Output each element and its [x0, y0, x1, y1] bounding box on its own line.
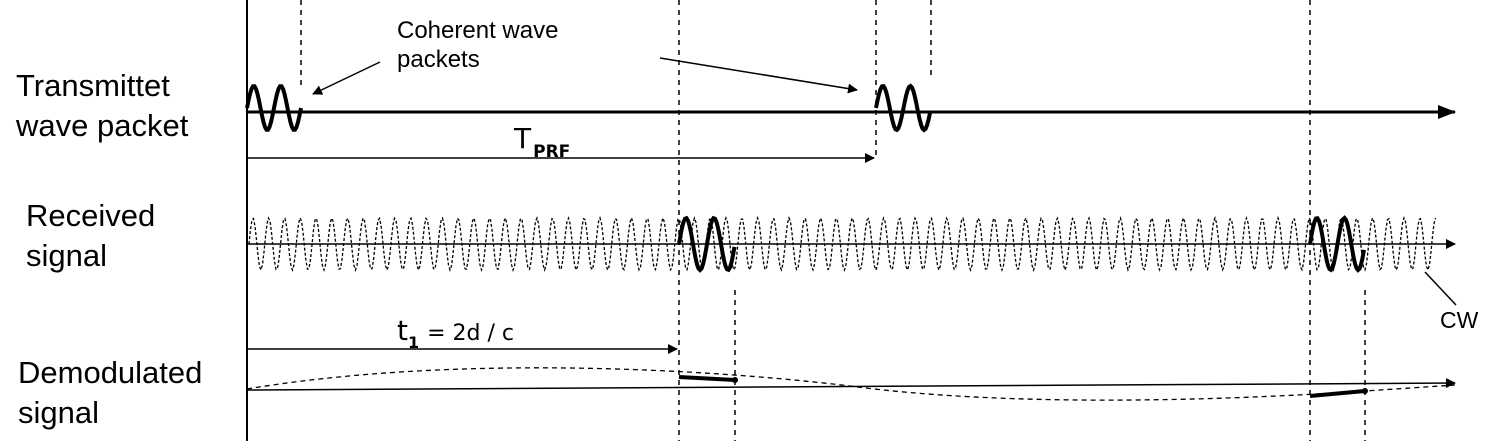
t1-equation: = 2d / c	[427, 321, 515, 346]
tprf-sub: PRF	[533, 142, 571, 162]
coherent-packets-label: Coherent wave packets	[397, 17, 559, 73]
demodulated-sample-1-dot	[732, 377, 738, 383]
callout-arrow-left	[312, 61, 381, 95]
row-label-received: Received signal	[26, 198, 156, 273]
demodulated-sample-2-dot	[1362, 388, 1368, 394]
t1-sub: 1	[407, 333, 420, 352]
tprf-main: T	[514, 122, 532, 155]
cw-pointer	[1424, 271, 1457, 306]
t1-main: t	[397, 314, 408, 347]
demodulated-envelope	[246, 367, 1456, 401]
received-cw-wave	[248, 215, 1437, 273]
cw-label: CW	[1440, 307, 1479, 333]
demodulated-sample-2	[1309, 389, 1366, 398]
t1-label: t1 = 2d / c	[397, 314, 515, 352]
callout-arrow-right	[659, 57, 858, 94]
received-packet-2	[1308, 215, 1366, 273]
row-label-demodulated: Demodulated signal	[18, 355, 203, 430]
transmitted-packet-1	[245, 84, 303, 132]
row-label-transmitted: Transmittet wave packet	[16, 68, 189, 143]
transmitted-packet-2	[874, 83, 932, 133]
received-packet-1	[677, 215, 737, 273]
demodulated-sample-1	[678, 375, 736, 382]
